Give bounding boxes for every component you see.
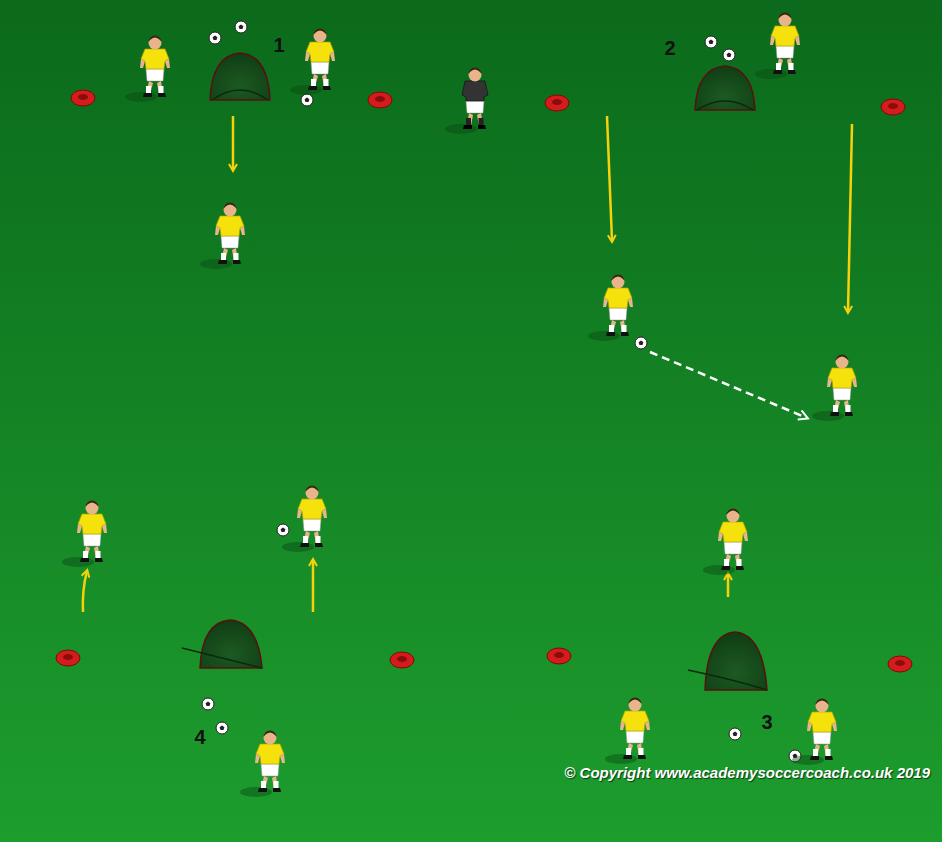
- callout-number: 3: [761, 711, 772, 734]
- callout-number: 1: [273, 34, 284, 57]
- callout-number: 4: [194, 726, 205, 749]
- copyright-watermark: © Copyright www.academysoccercoach.co.uk…: [564, 764, 930, 781]
- callout-number: 2: [664, 37, 675, 60]
